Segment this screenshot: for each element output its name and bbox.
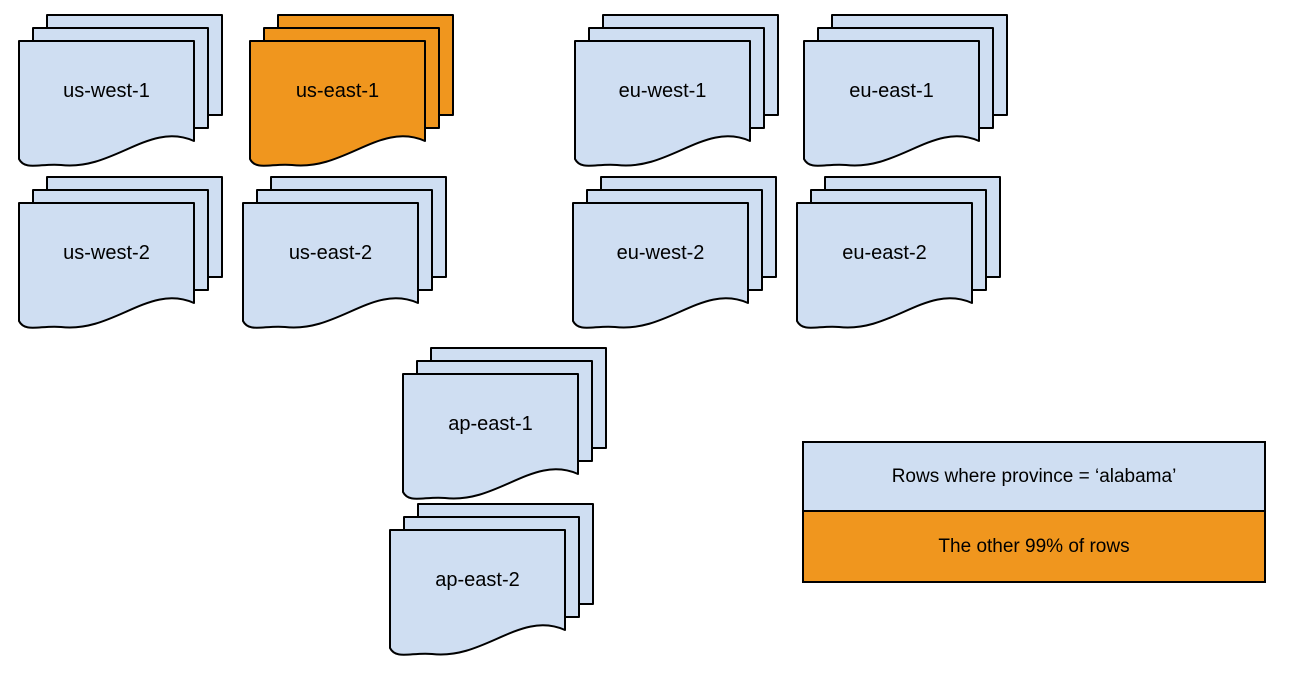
region-stack-us-east-2: us-east-2 [242, 176, 448, 336]
region-label: eu-west-1 [618, 80, 707, 102]
legend-item-other-rows: The other 99% of rows [804, 512, 1264, 581]
region-stack-eu-east-1: eu-east-1 [803, 14, 1009, 174]
region-label: us-east-2 [288, 242, 373, 264]
region-label: ap-east-2 [435, 569, 520, 591]
region-stack-eu-west-2: eu-west-2 [572, 176, 778, 336]
region-stack-eu-west-1: eu-west-1 [574, 14, 780, 174]
region-stack-eu-east-2: eu-east-2 [796, 176, 1002, 336]
region-label: us-west-1 [63, 80, 150, 102]
region-stack-us-west-2: us-west-2 [18, 176, 224, 336]
region-label: eu-east-2 [842, 242, 927, 264]
legend: Rows where province = ‘alabama’ The othe… [802, 441, 1266, 583]
region-label: eu-west-2 [616, 242, 705, 264]
region-stack-us-east-1: us-east-1 [249, 14, 455, 174]
region-stack-ap-east-1: ap-east-1 [402, 347, 608, 507]
region-label: us-west-2 [63, 242, 150, 264]
region-stack-ap-east-2: ap-east-2 [389, 503, 595, 663]
region-stack-us-west-1: us-west-1 [18, 14, 224, 174]
legend-item-alabama-rows: Rows where province = ‘alabama’ [804, 443, 1264, 512]
region-label: us-east-1 [295, 80, 380, 102]
region-label: ap-east-1 [448, 413, 533, 435]
region-label: eu-east-1 [849, 80, 934, 102]
